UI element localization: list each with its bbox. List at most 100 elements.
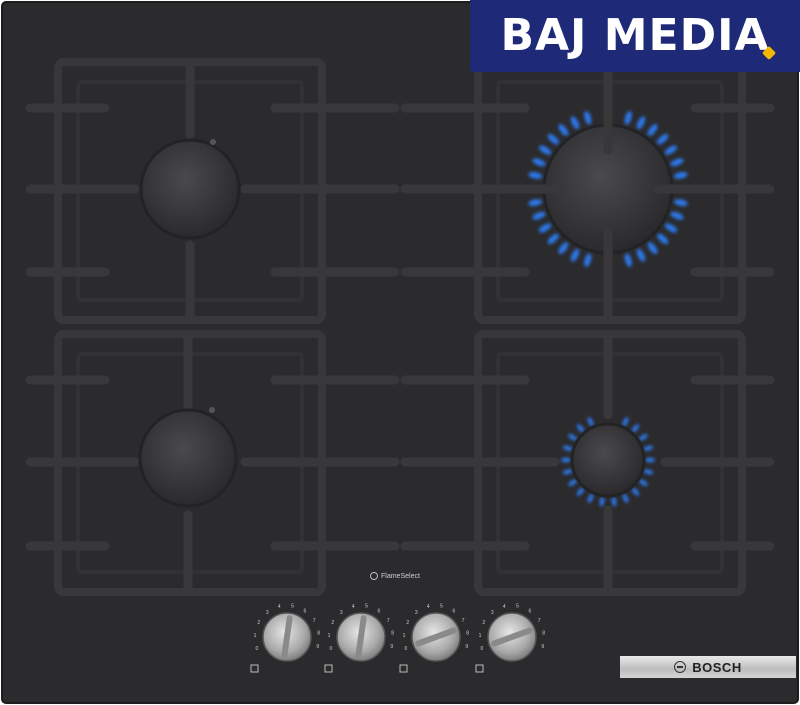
knob-scale-label: 4 — [427, 604, 430, 610]
flame-tip — [673, 172, 688, 179]
flame-tip — [611, 496, 617, 507]
brand-name: BOSCH — [692, 659, 742, 675]
flame-tip — [558, 124, 569, 136]
knob-scale-label: 2 — [482, 620, 485, 626]
flame-tip — [638, 433, 648, 441]
knob-scale-label: 0 — [256, 646, 259, 652]
flame-tip — [584, 253, 592, 267]
knob-scale-label: 6 — [304, 608, 307, 614]
flame-tip — [599, 496, 605, 507]
flame-tip — [532, 211, 546, 220]
flame-tip — [562, 469, 573, 475]
flame-tip — [528, 199, 543, 206]
flame-tip — [645, 457, 655, 463]
burner-cap-front-left — [138, 408, 238, 508]
flame-tip — [576, 487, 585, 496]
brand-strip: BOSCH — [620, 656, 796, 678]
flame-tip — [584, 111, 592, 125]
flameselect-text: FlameSelect — [381, 572, 420, 580]
brand-logo-icon — [674, 661, 687, 673]
flame-tip — [657, 133, 669, 145]
knob-scale-label: 7 — [538, 618, 541, 624]
flame-tip — [622, 493, 629, 503]
knob-scale-label: 6 — [529, 608, 532, 614]
flame-tip — [587, 493, 594, 503]
knob-scale-label: 4 — [503, 604, 506, 610]
flame-tip — [636, 116, 646, 130]
flame-tip — [670, 158, 684, 167]
flame-tip — [568, 433, 578, 441]
knob-scale-label: 5 — [440, 603, 443, 609]
knob-scale-label: 5 — [516, 603, 519, 609]
burner-cap-rear-left — [139, 138, 241, 240]
flame-tip — [647, 242, 658, 254]
flame-tip — [622, 417, 629, 427]
knob-scale-label: 6 — [453, 608, 456, 614]
flame-tip — [638, 479, 648, 487]
knob-scale-label: 3 — [415, 610, 418, 616]
knob-scale-label: 9 — [390, 644, 393, 650]
burner-position-icon — [324, 664, 333, 673]
knob-scale-label: 2 — [331, 620, 334, 626]
pan-support-rear-left — [25, 57, 400, 325]
flame-tip — [636, 248, 646, 262]
flame-tip — [647, 124, 658, 136]
knob-scale-label: 3 — [266, 610, 269, 616]
knob-scale-label: 1 — [479, 633, 482, 639]
knob-scale-label: 3 — [491, 610, 494, 616]
burner-position-icon — [399, 664, 408, 673]
pan-support-front-left — [25, 329, 400, 597]
knob-scale-label: 9 — [316, 644, 319, 650]
knob-scale-label: 9 — [541, 644, 544, 650]
flame-tip — [643, 469, 654, 475]
knob-scale-label: 8 — [542, 631, 545, 637]
watermark-text: BAJ MEDIA — [500, 10, 770, 61]
flame-tip — [568, 479, 578, 487]
flame-tip — [547, 133, 559, 145]
knob-scale-label: 8 — [466, 631, 469, 637]
flame-tip — [664, 223, 678, 233]
knob-scale-label: 0 — [405, 646, 408, 652]
flame-tip — [538, 145, 552, 155]
knob-scale-label: 7 — [387, 618, 390, 624]
ignition-pin-front-left — [209, 407, 215, 413]
knob-scale-label: 9 — [465, 644, 468, 650]
flame-tip — [643, 445, 654, 451]
knob-scale-label: 5 — [291, 603, 294, 609]
flame-icon — [370, 572, 378, 580]
flame-tip — [670, 211, 684, 220]
flame-tip — [631, 424, 640, 433]
flame-ring-front-right — [561, 417, 655, 507]
knob-scale-label: 8 — [317, 631, 320, 637]
knob-scale-label: 7 — [313, 618, 316, 624]
flame-tip — [624, 111, 632, 125]
flame-tip — [576, 424, 585, 433]
flame-tip — [570, 248, 580, 262]
flame-tip — [631, 487, 640, 496]
flame-ring-rear-right — [528, 111, 688, 267]
knob-scale-label: 0 — [481, 646, 484, 652]
flame-tip — [538, 223, 552, 233]
knob-scale-label: 1 — [254, 633, 257, 639]
burner-cap-front-right — [570, 422, 646, 498]
knob-scale-label: 6 — [378, 608, 381, 614]
watermark-badge: BAJ MEDIA — [470, 0, 800, 72]
burner-position-icon — [475, 664, 484, 673]
flame-tip — [547, 233, 559, 245]
knob-scale-label: 3 — [340, 610, 343, 616]
burner-position-icon — [250, 664, 259, 673]
knob-scale-label: 1 — [403, 633, 406, 639]
knob-scale-label: 1 — [328, 633, 331, 639]
knob-scale-label: 7 — [462, 618, 465, 624]
flame-tip — [657, 233, 669, 245]
flame-tip — [624, 253, 632, 267]
knob-scale-label: 4 — [278, 604, 281, 610]
flame-tip — [558, 242, 569, 254]
knob-scale-label: 2 — [257, 620, 260, 626]
